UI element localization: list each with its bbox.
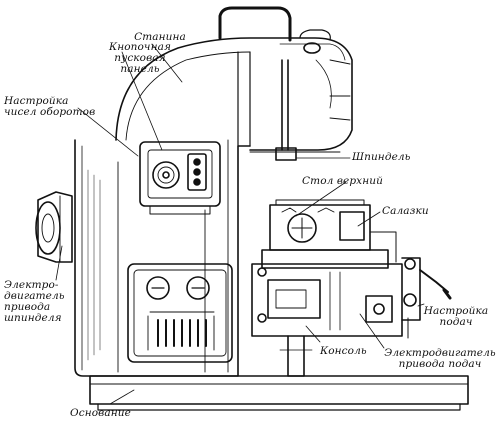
electrical-cabinet [127, 263, 233, 363]
column-outline [74, 139, 251, 377]
label-feed-setting: Настройка подач [423, 305, 489, 328]
control-box [139, 141, 221, 215]
base-outline [89, 375, 469, 411]
label-feed-motor: Электродвигатель привода подач [384, 347, 496, 370]
spindle-outline [249, 59, 341, 161]
feed-handwheel [401, 257, 452, 339]
label-console: Консоль [320, 345, 367, 357]
label-slide: Салазки [382, 205, 429, 217]
spindle-motor [35, 191, 73, 263]
upper-table [269, 199, 371, 251]
label-base: Основание [70, 407, 131, 419]
label-spindle: Шпиндель [352, 151, 411, 163]
leader-lines [55, 43, 425, 405]
label-stanina: Станина [134, 31, 186, 43]
label-speed-setting: Настройка чисел оборотов [4, 95, 96, 118]
top-handle [218, 6, 292, 42]
label-button-panel: Кнопочная пусковая панель [108, 41, 171, 75]
label-upper-table: Стол верхний [302, 175, 383, 187]
label-spindle-motor: Электро- двигатель привода шпинделя [4, 279, 65, 324]
console [251, 263, 403, 337]
lift-column [279, 335, 313, 377]
slide [261, 231, 397, 269]
overarm-outline [115, 29, 353, 151]
